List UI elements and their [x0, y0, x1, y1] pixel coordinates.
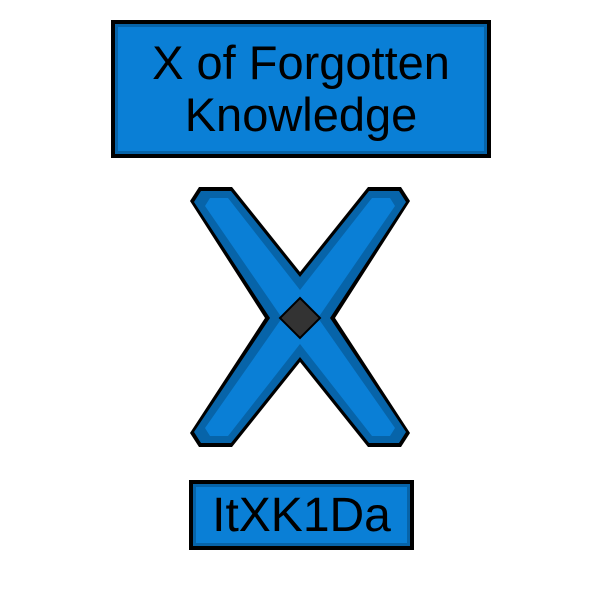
item-code-box: ItXK1Da	[189, 480, 414, 550]
center-gem	[278, 296, 322, 340]
item-title-line-2: Knowledge	[184, 88, 418, 141]
item-title-line-1: X of Forgotten	[152, 36, 450, 89]
item-title-box: X of Forgotten Knowledge	[111, 20, 491, 158]
item-code: ItXK1Da	[212, 488, 391, 542]
